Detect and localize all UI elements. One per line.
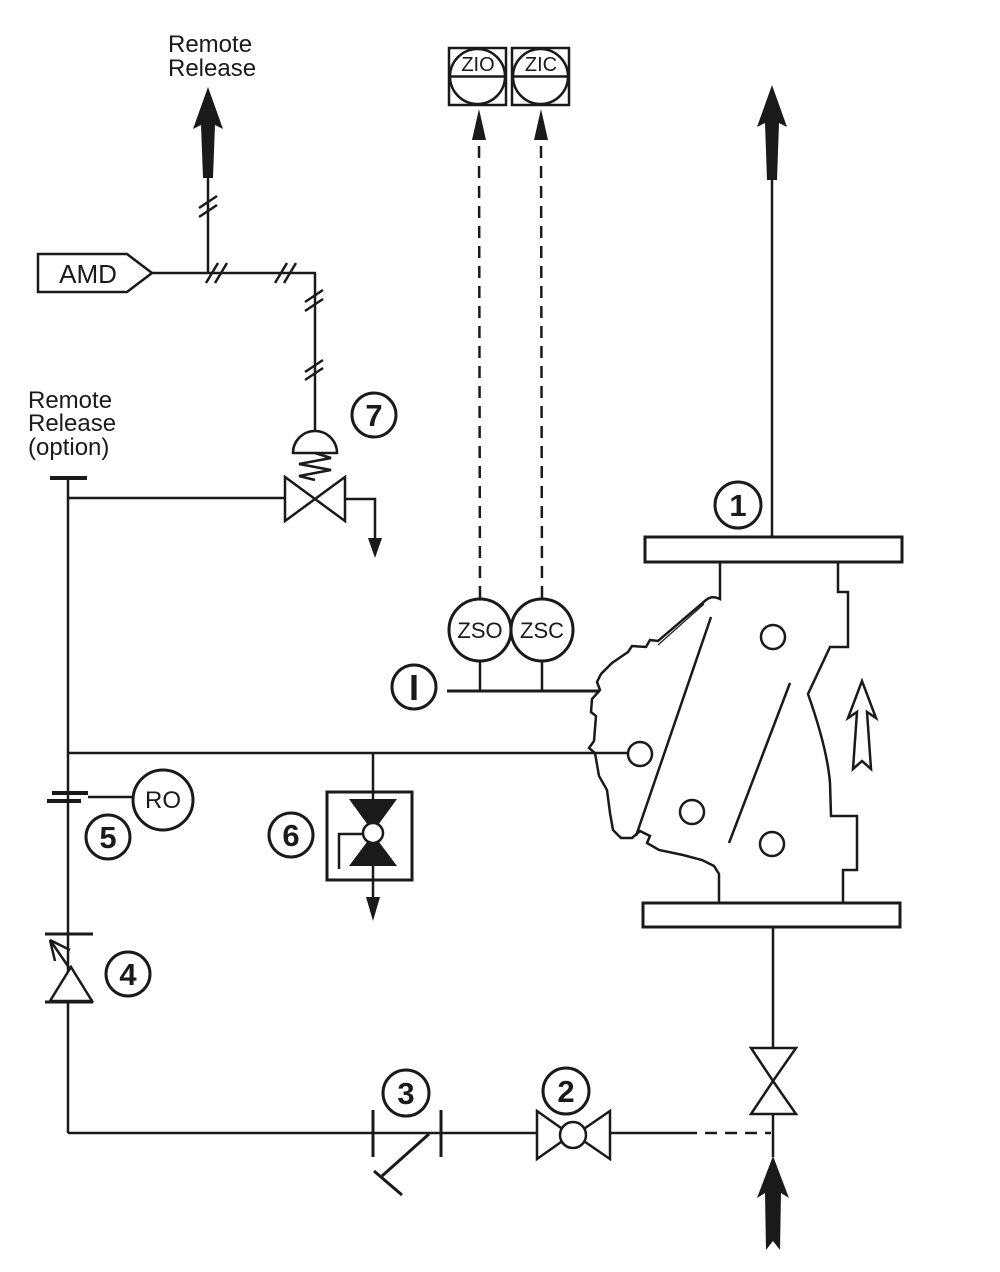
ro-circle <box>131 768 195 832</box>
remote-release-arrow-icon <box>193 87 223 178</box>
ro-label: RO <box>145 787 181 814</box>
restriction-orifice: RO <box>47 768 195 832</box>
callout-number: 6 <box>282 818 299 853</box>
valve7-right-triangle <box>312 474 347 524</box>
strainer <box>371 1110 443 1197</box>
valve7-left-triangle <box>283 474 318 524</box>
zic-label: ZIC <box>525 54 557 76</box>
amd-flag-label: AMD <box>59 259 117 289</box>
callout-circle <box>84 813 132 861</box>
zso-label: ZSO <box>457 618 502 643</box>
valve-body-outline <box>587 560 859 905</box>
callout-number: 7 <box>365 398 382 433</box>
actuator-dome <box>291 429 339 455</box>
amd-flag-shape <box>36 252 155 294</box>
check-valve-arrowhead-leg <box>49 938 71 952</box>
drip-check-ball <box>361 821 385 845</box>
top-flange <box>643 535 904 564</box>
drain-arrow-icon <box>366 897 380 921</box>
check-valve-arrowhead-leg <box>48 939 57 962</box>
callout-number: 2 <box>557 1074 574 1109</box>
flow-direction-outline-arrow-icon <box>845 677 879 772</box>
bottom-flange <box>641 901 902 929</box>
gate-valve-upper-triangle <box>748 1046 799 1084</box>
callout-7: 7 <box>350 391 398 439</box>
bolt-hole <box>758 830 786 858</box>
clapper-seat-line <box>634 616 713 837</box>
remote-release-label-line1: Remote <box>168 31 252 58</box>
remote-release-label-line2: Release <box>168 55 256 82</box>
callout-1: 1 <box>713 480 763 530</box>
callout-6: 6 <box>267 811 315 859</box>
zsc-signal-arrow-icon <box>534 109 548 140</box>
drip-check-valve <box>325 753 414 921</box>
panel-indicator-zio: ZIO <box>447 46 508 107</box>
remote-release-option-label: Remote Release (option) <box>28 387 116 461</box>
inlet-isolation-valve <box>748 1046 799 1116</box>
callout-circle <box>104 950 152 998</box>
limit-switches: ZSO ZSC I <box>390 597 600 711</box>
ball-valve-right-triangle <box>572 1108 612 1162</box>
bolt-hole-port <box>626 740 654 768</box>
body-bolt-holes <box>626 623 787 858</box>
callout-number: 4 <box>119 957 137 992</box>
option-label-line1: Remote <box>28 387 112 414</box>
remote-release-signal: Remote Release <box>152 31 324 430</box>
zsc-signal-dashed <box>539 139 544 599</box>
switch-signal-lines <box>472 109 548 599</box>
callout-circle <box>541 1066 591 1116</box>
ball-valve <box>535 1108 612 1162</box>
interlock-label: I <box>409 667 419 708</box>
valve7-drain-line <box>345 497 377 540</box>
main-valve-body <box>587 535 904 929</box>
callout-2: 2 <box>541 1066 591 1116</box>
valve7-drain-arrow-icon <box>368 538 382 558</box>
callout-3: 3 <box>381 1068 431 1118</box>
release-valve-7 <box>283 429 382 558</box>
panel-indicator-zic: ZIC <box>510 46 571 107</box>
drip-check-lower-cone <box>349 834 397 866</box>
bolt-hole <box>678 798 706 826</box>
piping <box>50 178 775 1157</box>
ball-valve-left-triangle <box>535 1108 574 1162</box>
zso-signal-arrow-icon <box>472 109 486 140</box>
drip-check-upper-cone <box>349 799 397 832</box>
zsc-label: ZSC <box>520 618 564 643</box>
actuator-spring <box>298 451 332 482</box>
strainer-blowoff-cap <box>373 1169 403 1197</box>
callout-circle <box>713 480 763 530</box>
bolt-hole <box>759 623 787 651</box>
callout-5: 5 <box>84 813 132 861</box>
strainer-screen-diagonal <box>381 1132 430 1178</box>
zio-label: ZIO <box>461 54 494 76</box>
option-label-line2: Release <box>28 410 116 437</box>
callout-number: 3 <box>397 1076 414 1111</box>
option-label-line3: (option) <box>28 434 109 461</box>
callout-number: 1 <box>729 488 746 523</box>
amd-tag: AMD <box>36 252 155 294</box>
body-rib-line <box>727 682 792 844</box>
interlock-circle <box>390 663 438 711</box>
drip-check-lever <box>337 832 362 869</box>
outlet-flow-arrow-icon <box>757 85 787 180</box>
check-valve <box>45 932 95 1004</box>
cover-detail-line <box>657 603 705 646</box>
callout-number: 5 <box>99 820 116 855</box>
link-break-marks <box>198 194 324 382</box>
callout-4: 4 <box>104 950 152 998</box>
gate-valve-lower-triangle <box>748 1078 799 1116</box>
callout-circle <box>350 391 398 439</box>
callout-circle <box>267 811 315 859</box>
check-valve-flap <box>47 964 95 1003</box>
zso-signal-dashed <box>477 139 482 599</box>
callout-circle <box>381 1068 431 1118</box>
ball-valve-ball <box>558 1120 588 1150</box>
inlet-flow-arrow-icon <box>757 1156 789 1250</box>
